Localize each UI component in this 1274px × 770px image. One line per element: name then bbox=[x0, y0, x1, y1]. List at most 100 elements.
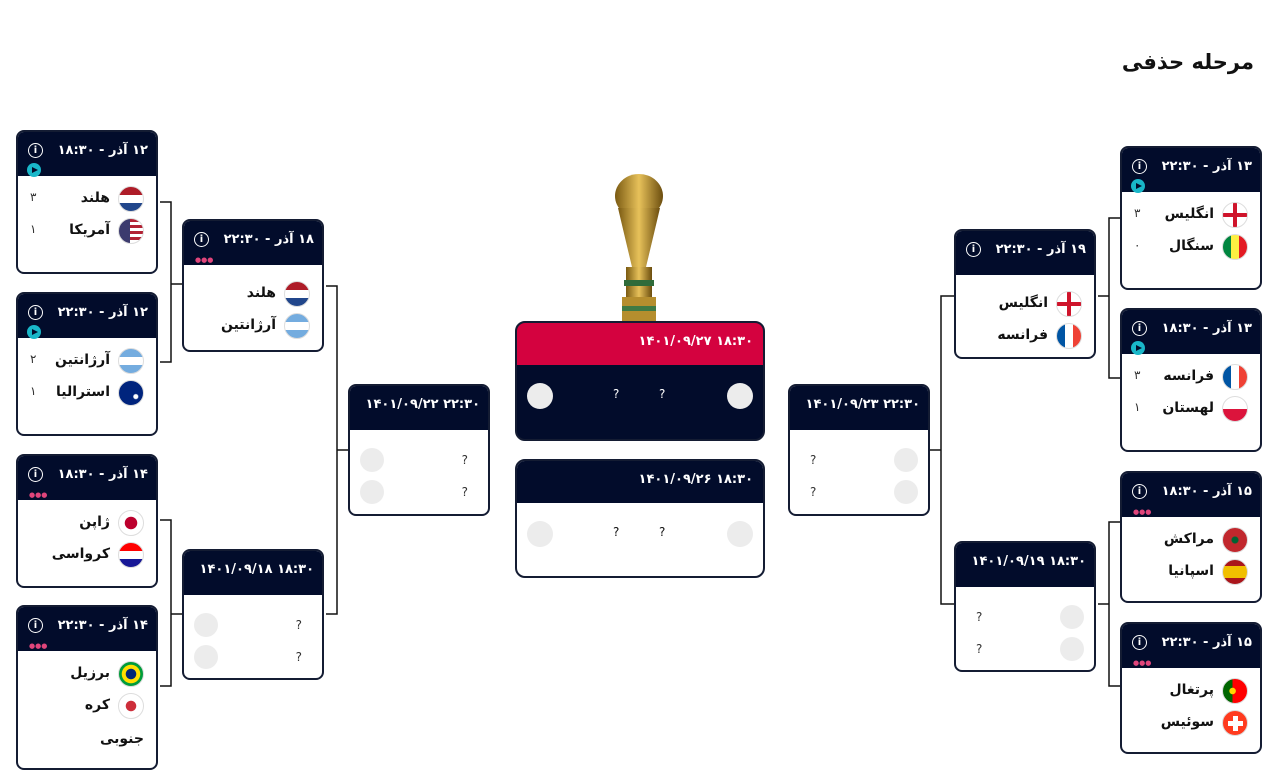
final-match-card[interactable]: ۱۸:۳۰ ۱۴۰۱/۰۹/۲۷ ? ? bbox=[515, 321, 765, 441]
play-icon[interactable] bbox=[1131, 341, 1145, 355]
france-flag-icon bbox=[1222, 364, 1248, 390]
info-icon[interactable]: i bbox=[1132, 321, 1147, 336]
team-row[interactable]: ژاپن bbox=[18, 506, 156, 538]
team-row[interactable]: لهستان ۱ bbox=[1122, 392, 1260, 424]
placeholder-flag-icon bbox=[727, 383, 753, 409]
team-name: ژاپن bbox=[79, 514, 110, 530]
team-row[interactable]: سوئیس bbox=[1122, 706, 1260, 738]
team-name: استرالیا bbox=[55, 384, 110, 400]
third-place-match-card[interactable]: ۱۸:۳۰ ۱۴۰۱/۰۹/۲۶ ? ? bbox=[515, 459, 765, 578]
spain-flag-icon bbox=[1222, 559, 1248, 585]
team-row[interactable]: آرژانتین bbox=[184, 309, 322, 341]
team-name: هلند bbox=[80, 190, 110, 206]
team-row[interactable]: کره bbox=[18, 689, 156, 721]
match-card[interactable]: i ●●● ۱۸ آذر - ۲۲:۳۰ هلند آرژانتین bbox=[182, 219, 324, 352]
match-card[interactable]: i ۱۳ آذر - ۲۲:۳۰ انگلیس ۳ سنگال ۰ bbox=[1120, 146, 1262, 290]
placeholder-flag-icon bbox=[360, 480, 384, 504]
portugal-flag-icon bbox=[1222, 678, 1248, 704]
usa-flag-icon bbox=[118, 218, 144, 244]
team-row[interactable]: استرالیا ۱ bbox=[18, 376, 156, 408]
team-name: کره bbox=[84, 697, 110, 713]
team-row[interactable]: فرانسه bbox=[956, 319, 1094, 351]
team-name: برزیل bbox=[70, 665, 110, 681]
team-row[interactable]: اسپانیا bbox=[1122, 555, 1260, 587]
team-name: آرژانتین bbox=[54, 352, 110, 368]
upcoming-dots-icon: ●●● bbox=[195, 256, 214, 264]
match-datetime: ۱۲ آذر - ۱۸:۳۰ bbox=[57, 143, 148, 158]
upcoming-dots-icon: ●●● bbox=[1133, 659, 1152, 667]
team-row-continued: جنوبی bbox=[18, 721, 156, 753]
team-row[interactable]: کرواسی bbox=[18, 538, 156, 570]
match-card[interactable]: i ۱۳ آذر - ۱۸:۳۰ فرانسه ۳ لهستان ۱ bbox=[1120, 308, 1262, 452]
team-row[interactable]: آمریکا ۱ bbox=[18, 214, 156, 246]
australia-flag-icon bbox=[118, 380, 144, 406]
team-row[interactable]: برزیل bbox=[18, 657, 156, 689]
argentina-flag-icon bbox=[284, 313, 310, 339]
third-place-match-body: ? ? bbox=[517, 503, 763, 576]
match-header: i ●●● ۱۸ آذر - ۲۲:۳۰ bbox=[184, 221, 322, 265]
team-score: ۱ bbox=[30, 222, 37, 236]
team-name-line2: جنوبی bbox=[99, 731, 144, 747]
team-row[interactable]: مراکش bbox=[1122, 523, 1260, 555]
match-card[interactable]: ۱۸:۳۰ ۱۴۰۱/۰۹/۱۹ ? ? bbox=[954, 541, 1096, 672]
team-row[interactable]: هلند bbox=[184, 277, 322, 309]
info-icon[interactable]: i bbox=[1132, 484, 1147, 499]
match-card[interactable]: i ۱۹ آذر - ۲۲:۳۰ انگلیس فرانسه bbox=[954, 229, 1096, 359]
team-row-placeholder: ? bbox=[350, 476, 488, 508]
match-card[interactable]: ۱۸:۳۰ ۱۴۰۱/۰۹/۱۸ ? ? bbox=[182, 549, 324, 680]
info-icon[interactable]: i bbox=[1132, 159, 1147, 174]
match-card[interactable]: ۲۲:۳۰ ۱۴۰۱/۰۹/۲۳ ? ? bbox=[788, 384, 930, 516]
japan-flag-icon bbox=[118, 510, 144, 536]
team-name: کرواسی bbox=[51, 546, 110, 562]
team-row-placeholder: ? bbox=[790, 476, 928, 508]
match-card[interactable]: i ●●● ۱۴ آذر - ۲۲:۳۰ برزیل کره جنوبی bbox=[16, 605, 158, 770]
play-icon[interactable] bbox=[27, 163, 41, 177]
netherlands-flag-icon bbox=[284, 281, 310, 307]
match-header: i ●●● ۱۵ آذر - ۲۲:۳۰ bbox=[1122, 624, 1260, 668]
info-icon[interactable]: i bbox=[966, 242, 981, 257]
team-name: سوئیس bbox=[1160, 714, 1214, 730]
info-icon[interactable]: i bbox=[28, 467, 43, 482]
team-row[interactable]: انگلیس ۳ bbox=[1122, 198, 1260, 230]
senegal-flag-icon bbox=[1222, 234, 1248, 260]
team-placeholder: ? bbox=[461, 453, 468, 467]
match-header: ۲۲:۳۰ ۱۴۰۱/۰۹/۲۲ bbox=[350, 386, 488, 430]
poland-flag-icon bbox=[1222, 396, 1248, 422]
match-header: i ۱۹ آذر - ۲۲:۳۰ bbox=[956, 231, 1094, 275]
match-card[interactable]: i ●●● ۱۵ آذر - ۲۲:۳۰ پرتغال سوئیس bbox=[1120, 622, 1262, 754]
placeholder-flag-icon bbox=[360, 448, 384, 472]
info-icon[interactable]: i bbox=[28, 305, 43, 320]
match-card[interactable]: i ●●● ۱۵ آذر - ۱۸:۳۰ مراکش اسپانیا bbox=[1120, 471, 1262, 603]
play-icon[interactable] bbox=[1131, 179, 1145, 193]
match-card[interactable]: i ●●● ۱۴ آذر - ۱۸:۳۰ ژاپن کرواسی bbox=[16, 454, 158, 588]
play-icon[interactable] bbox=[27, 325, 41, 339]
team-row[interactable]: فرانسه ۳ bbox=[1122, 360, 1260, 392]
team-row-placeholder: ? bbox=[790, 444, 928, 476]
info-icon[interactable]: i bbox=[28, 143, 43, 158]
info-icon[interactable]: i bbox=[194, 232, 209, 247]
team-row[interactable]: سنگال ۰ bbox=[1122, 230, 1260, 262]
argentina-flag-icon bbox=[118, 348, 144, 374]
match-card[interactable]: i ۱۲ آذر - ۲۲:۳۰ آرژانتین ۲ استرالیا ۱ bbox=[16, 292, 158, 436]
korea-flag-icon bbox=[118, 693, 144, 719]
info-icon[interactable]: i bbox=[28, 618, 43, 633]
team-row[interactable]: پرتغال bbox=[1122, 674, 1260, 706]
match-datetime: ۱۹ آذر - ۲۲:۳۰ bbox=[995, 242, 1086, 257]
upcoming-dots-icon: ●●● bbox=[29, 491, 48, 499]
match-datetime: ۱۲ آذر - ۲۲:۳۰ bbox=[57, 305, 148, 320]
match-datetime: ۱۴ آذر - ۲۲:۳۰ bbox=[57, 618, 148, 633]
team-row[interactable]: آرژانتین ۲ bbox=[18, 344, 156, 376]
match-card[interactable]: ۲۲:۳۰ ۱۴۰۱/۰۹/۲۲ ? ? bbox=[348, 384, 490, 516]
match-card[interactable]: i ۱۲ آذر - ۱۸:۳۰ هلند ۳ آمریکا ۱ bbox=[16, 130, 158, 274]
team-row[interactable]: انگلیس bbox=[956, 287, 1094, 319]
connector-line bbox=[160, 519, 172, 687]
team-score: ۱ bbox=[1134, 400, 1141, 414]
placeholder-flag-icon bbox=[727, 521, 753, 547]
team-placeholder: ? bbox=[461, 485, 468, 499]
team-row[interactable]: هلند ۳ bbox=[18, 182, 156, 214]
match-datetime: ۲۲:۳۰ ۱۴۰۱/۰۹/۲۳ bbox=[805, 397, 920, 412]
team-score: ۱ bbox=[30, 384, 37, 398]
team-name: فرانسه bbox=[1163, 368, 1214, 384]
team-name: انگلیس bbox=[1164, 206, 1214, 222]
info-icon[interactable]: i bbox=[1132, 635, 1147, 650]
